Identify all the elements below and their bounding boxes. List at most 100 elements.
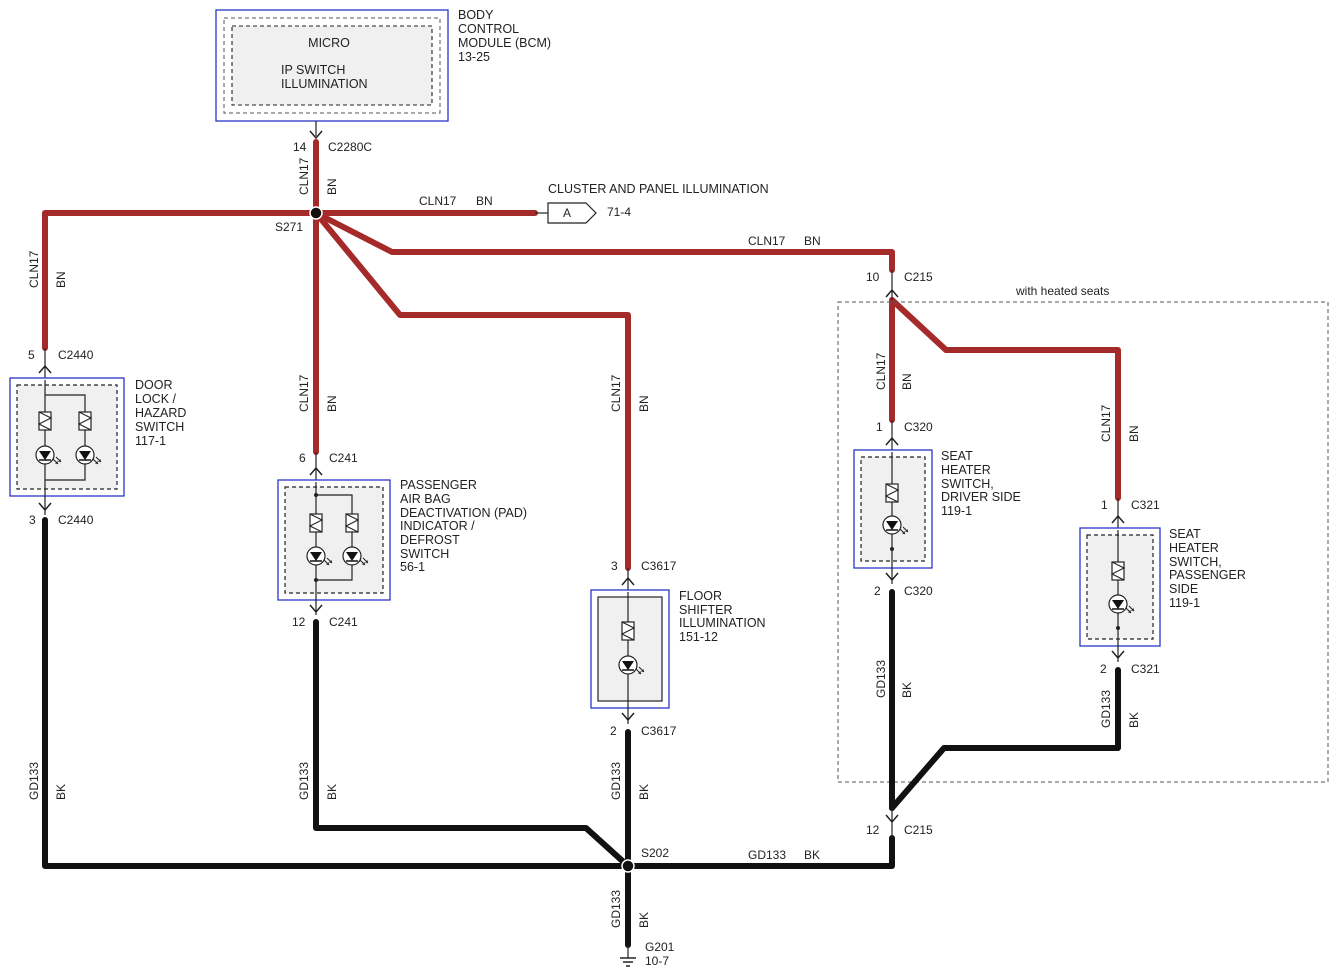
seat-driver-title-2: HEATER — [941, 463, 991, 477]
bcm-micro-box — [231, 25, 433, 106]
seat-driver-inner-box — [860, 456, 926, 562]
wire-label-cln17-pad: CLN17 — [297, 374, 311, 412]
c3617-bot-label: C3617 — [641, 724, 677, 738]
pad-title-6: SWITCH — [400, 547, 449, 561]
s271-label: S271 — [275, 220, 303, 234]
bcm-module: MICRO IP SWITCH ILLUMINATION BODY CONTRO… — [215, 8, 551, 122]
seat-driver-title-4: DRIVER SIDE — [941, 490, 1021, 504]
c321-top-label: C321 — [1131, 498, 1160, 512]
pad-resistor-1 — [309, 513, 323, 533]
c241-bot-label: C241 — [329, 615, 358, 629]
door-lock-resistor-2 — [78, 411, 92, 431]
floor-ref: 151-12 — [679, 630, 718, 644]
floor-resistor — [621, 621, 635, 641]
pad-title-4: INDICATOR / — [400, 519, 475, 533]
c215-bot-label: C215 — [904, 823, 933, 837]
bcm-title-2: CONTROL — [458, 22, 519, 36]
s202-label: S202 — [641, 846, 669, 860]
seat-driver-ref: 119-1 — [941, 504, 972, 518]
door-lock-inner-box — [16, 384, 118, 490]
s271-splice-dot — [309, 206, 323, 220]
g201-label: G201 — [645, 940, 675, 954]
wire-label-bk-floor: BK — [637, 784, 651, 800]
wire-label-cln17-cluster: CLN17 — [419, 194, 457, 208]
c241-top-label: C241 — [329, 451, 358, 465]
c215-top-pin: 10 — [866, 270, 880, 284]
wire-label-gd133-c215: GD133 — [748, 848, 786, 862]
door-lock-title-1: DOOR — [135, 378, 173, 392]
bk-wire-network — [42, 517, 1121, 948]
bcm-ref: 13-25 — [458, 50, 490, 64]
wire-label-bn-door: BN — [54, 271, 68, 288]
c2440-bot-label: C2440 — [58, 513, 94, 527]
seat-driver-title-3: SWITCH, — [941, 477, 994, 491]
cluster-ref: 71-4 — [607, 205, 631, 219]
wire-s271-door-lock — [42, 210, 319, 351]
pad-resistor-2 — [345, 513, 359, 533]
c2280c-pin: 14 — [293, 140, 307, 154]
wire-s271-c215 — [313, 210, 895, 273]
wire-pad-ground — [313, 619, 631, 869]
wire-label-bk-ground: BK — [637, 912, 651, 928]
wire-label-bn-pad: BN — [325, 395, 339, 412]
bcm-title-1: BODY — [458, 8, 494, 22]
wire-label-gd133-door: GD133 — [27, 762, 41, 800]
c241-top-pin: 6 — [299, 451, 306, 465]
seat-pass-title-3: SWITCH, — [1169, 555, 1222, 569]
c215-top-label: C215 — [904, 270, 933, 284]
seat-pass-ref: 119-1 — [1169, 596, 1200, 610]
bcm-micro-label: MICRO — [308, 36, 350, 50]
wire-door-lock-ground — [42, 517, 631, 869]
wire-label-gd133-ground: GD133 — [609, 890, 623, 928]
wire-label-bn-cluster: BN — [476, 194, 493, 208]
ground-g201: G201 10-7 — [620, 940, 675, 968]
floor-title-3: ILLUMINATION — [679, 616, 766, 630]
wire-label-bk-seat-driver: BK — [900, 682, 914, 698]
wire-label-bn-seat-pass: BN — [1127, 425, 1141, 442]
wire-label-bk-seat-pass: BK — [1127, 712, 1141, 728]
c2440-top-pin: 5 — [28, 348, 35, 362]
cluster-flag-shape — [547, 202, 597, 224]
wire-label-cln17-door: CLN17 — [27, 250, 41, 288]
c321-bot-pin: 2 — [1100, 662, 1107, 676]
door-lock-title-4: SWITCH — [135, 420, 184, 434]
wire-label-gd133-floor: GD133 — [609, 762, 623, 800]
wire-seat-pass-ground — [889, 667, 1121, 811]
c2440-top-label: C2440 — [58, 348, 94, 362]
bcm-ip-switch-label: IP SWITCH — [281, 63, 345, 77]
wire-label-cln17-seat-driver: CLN17 — [874, 352, 888, 390]
wire-label-bk-c215: BK — [804, 848, 820, 862]
seat-pass-resistor — [1111, 561, 1125, 581]
c241-bot-pin: 12 — [292, 615, 306, 629]
door-lock-ref: 117-1 — [135, 434, 166, 448]
wire-c215-seat-passenger — [889, 297, 1121, 501]
wire-label-cln17-bcm: CLN17 — [297, 157, 311, 195]
bcm-illumination-label: ILLUMINATION — [281, 77, 368, 91]
c320-bot-label: C320 — [904, 584, 933, 598]
c2440-bot-pin: 3 — [29, 513, 36, 527]
wire-label-gd133-seat-driver: GD133 — [874, 660, 888, 698]
floor-title-1: FLOOR — [679, 589, 722, 603]
seat-pass-title-4: PASSENGER — [1169, 568, 1246, 582]
bcm-title-3: MODULE (BCM) — [458, 36, 551, 50]
heated-seats-note: with heated seats — [1015, 284, 1109, 298]
wire-label-bk-pad: BK — [325, 784, 339, 800]
pad-title-2: AIR BAG — [400, 492, 451, 506]
c3617-top-pin: 3 — [611, 559, 618, 573]
seat-driver-title-1: SEAT — [941, 449, 973, 463]
heated-seats-region — [837, 301, 1329, 783]
wire-s202-c215 — [625, 835, 895, 869]
wire-label-bn-seat-driver: BN — [900, 373, 914, 390]
wire-label-cln17-c215: CLN17 — [748, 234, 786, 248]
pad-ref: 56-1 — [400, 560, 425, 574]
c2280c-label: C2280C — [328, 140, 372, 154]
pad-title-3: DEACTIVATION (PAD) — [400, 506, 527, 520]
floor-shifter-illumination: 3 C3617 FLOOR SHIFTER ILLUMINATION 151-1… — [590, 559, 766, 738]
door-lock-resistor-1 — [38, 411, 52, 431]
c3617-top-label: C3617 — [641, 559, 677, 573]
s202-splice-dot — [621, 859, 635, 873]
wire-label-gd133-seat-pass: GD133 — [1099, 690, 1113, 728]
c320-top-label: C320 — [904, 420, 933, 434]
floor-title-2: SHIFTER — [679, 603, 732, 617]
